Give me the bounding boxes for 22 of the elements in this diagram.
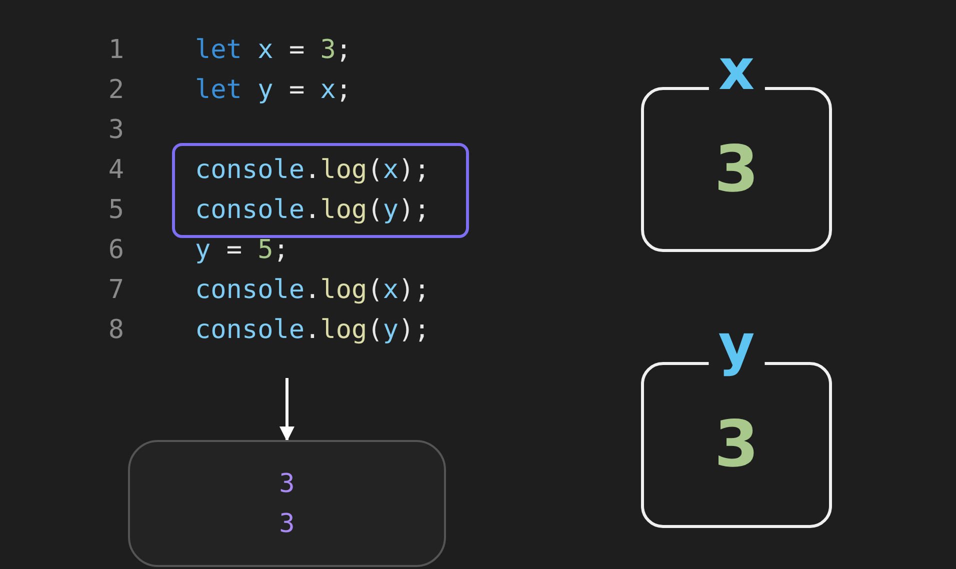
line-number: 8: [107, 314, 124, 347]
line-number: 2: [107, 74, 124, 107]
variable-value: 3: [714, 408, 759, 482]
highlight-box: [172, 143, 469, 238]
code-line: y = 5;: [195, 234, 289, 267]
arrow: [280, 378, 294, 442]
line-number: 5: [107, 194, 124, 227]
code-line: console.log(y);: [195, 314, 430, 347]
line-number: 4: [107, 154, 124, 187]
line-number: 1: [107, 34, 124, 67]
code-line: console.log(x);: [195, 154, 431, 187]
console-output-box: [128, 440, 446, 567]
output-value: 3: [278, 508, 296, 541]
line-number: 3: [107, 114, 124, 147]
line-number: 7: [107, 274, 124, 307]
code-line: console.log(x);: [195, 274, 430, 307]
line-number: 6: [107, 234, 124, 267]
code-line: console.log(y);: [195, 194, 431, 227]
code-line: let y = x;: [195, 74, 352, 107]
variable-value: 3: [714, 132, 759, 206]
code-line: let x = 3;: [195, 34, 352, 67]
output-value: 3: [278, 468, 296, 501]
